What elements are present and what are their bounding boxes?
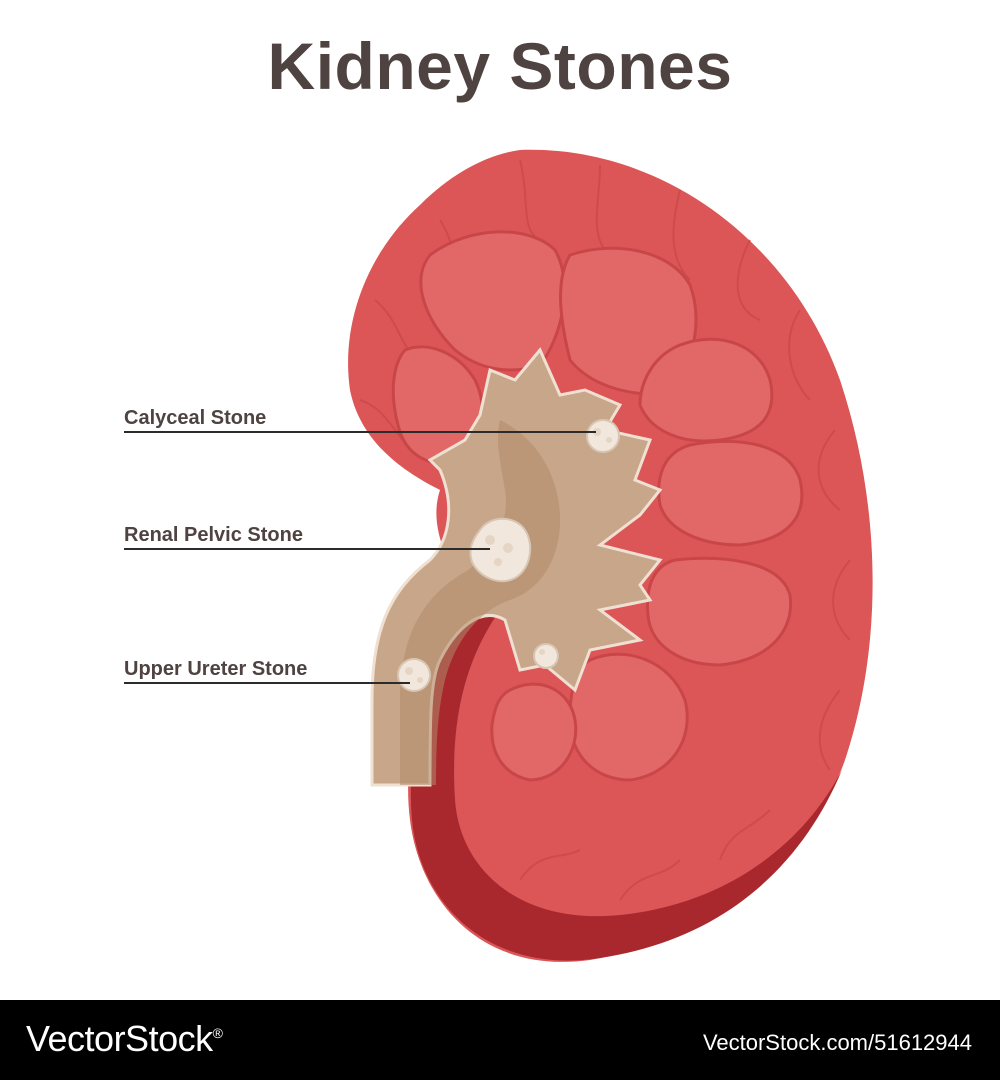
kidney-diagram	[124, 149, 873, 962]
pyramid	[645, 556, 793, 667]
page-title: Kidney Stones	[267, 29, 733, 103]
registered-mark: ®	[212, 1025, 223, 1041]
image-id: VectorStock.com/51612944	[702, 1030, 972, 1055]
renal-pyramids	[391, 230, 804, 782]
stone-renal-pelvic	[469, 517, 532, 583]
stone-calyceal	[586, 419, 620, 453]
label-calyceal-stone: Calyceal Stone	[124, 407, 267, 429]
label-renal-pelvic-stone: Renal Pelvic Stone	[124, 524, 303, 546]
label-upper-ureter-stone: Upper Ureter Stone	[124, 658, 308, 680]
pelvis-shading	[400, 420, 560, 785]
pyramid	[657, 439, 804, 547]
watermark-footer: VectorStock® VectorStock.com/51612944	[0, 1000, 1000, 1080]
brand-name: VectorStock	[26, 1018, 213, 1059]
stone-upper-ureter	[397, 658, 431, 692]
stone-minor	[533, 643, 559, 669]
pyramid	[490, 682, 578, 782]
vectorstock-logo: VectorStock®	[26, 1018, 223, 1060]
